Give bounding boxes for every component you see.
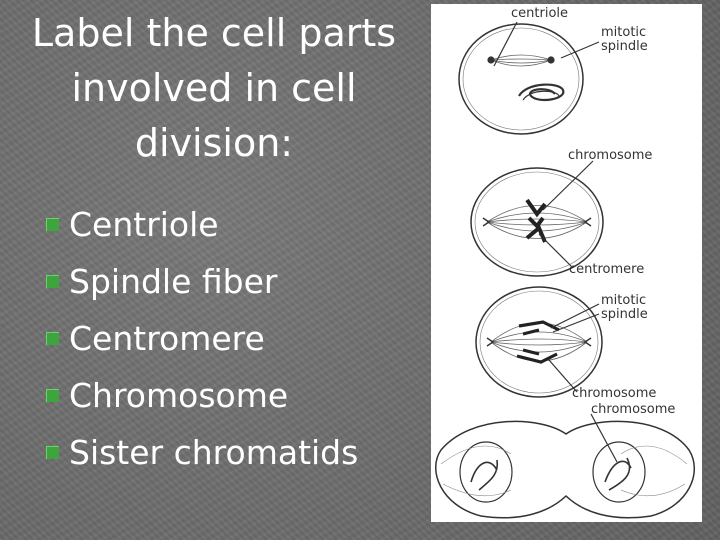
bullet-text: Chromosome bbox=[69, 376, 288, 415]
cell-prophase bbox=[459, 24, 583, 134]
bullet-item: Sister chromatids bbox=[46, 424, 358, 481]
cell-telophase bbox=[436, 421, 695, 517]
centromere-leader-line bbox=[539, 234, 571, 266]
bullet-text: Centromere bbox=[69, 319, 265, 358]
spindle-leader-line bbox=[561, 42, 599, 58]
slide-title: Label the cell parts involved in cell di… bbox=[14, 6, 414, 171]
label-chromosome: chromosome bbox=[568, 148, 652, 163]
bullet-list: Centriole Spindle fiber Centromere Chrom… bbox=[46, 196, 358, 481]
label-centriole: centriole bbox=[511, 6, 568, 21]
square-bullet-icon bbox=[46, 446, 59, 459]
bullet-text: Spindle fiber bbox=[69, 262, 278, 301]
bullet-item: Chromosome bbox=[46, 367, 358, 424]
square-bullet-icon bbox=[46, 389, 59, 402]
square-bullet-icon bbox=[46, 218, 59, 231]
bullet-text: Sister chromatids bbox=[69, 433, 358, 472]
bullet-item: Spindle fiber bbox=[46, 253, 358, 310]
square-bullet-icon bbox=[46, 275, 59, 288]
label-chromosome-3: chromosome bbox=[591, 402, 675, 417]
bullet-item: Centriole bbox=[46, 196, 358, 253]
bullet-text: Centriole bbox=[69, 205, 219, 244]
spindle-leader-line-2 bbox=[551, 304, 599, 328]
bullet-item: Centromere bbox=[46, 310, 358, 367]
label-chromosome-2: chromosome bbox=[572, 386, 656, 401]
label-centromere: centromere bbox=[569, 262, 644, 277]
square-bullet-icon bbox=[46, 332, 59, 345]
cell-metaphase bbox=[471, 168, 603, 276]
cell-anaphase bbox=[476, 287, 602, 397]
